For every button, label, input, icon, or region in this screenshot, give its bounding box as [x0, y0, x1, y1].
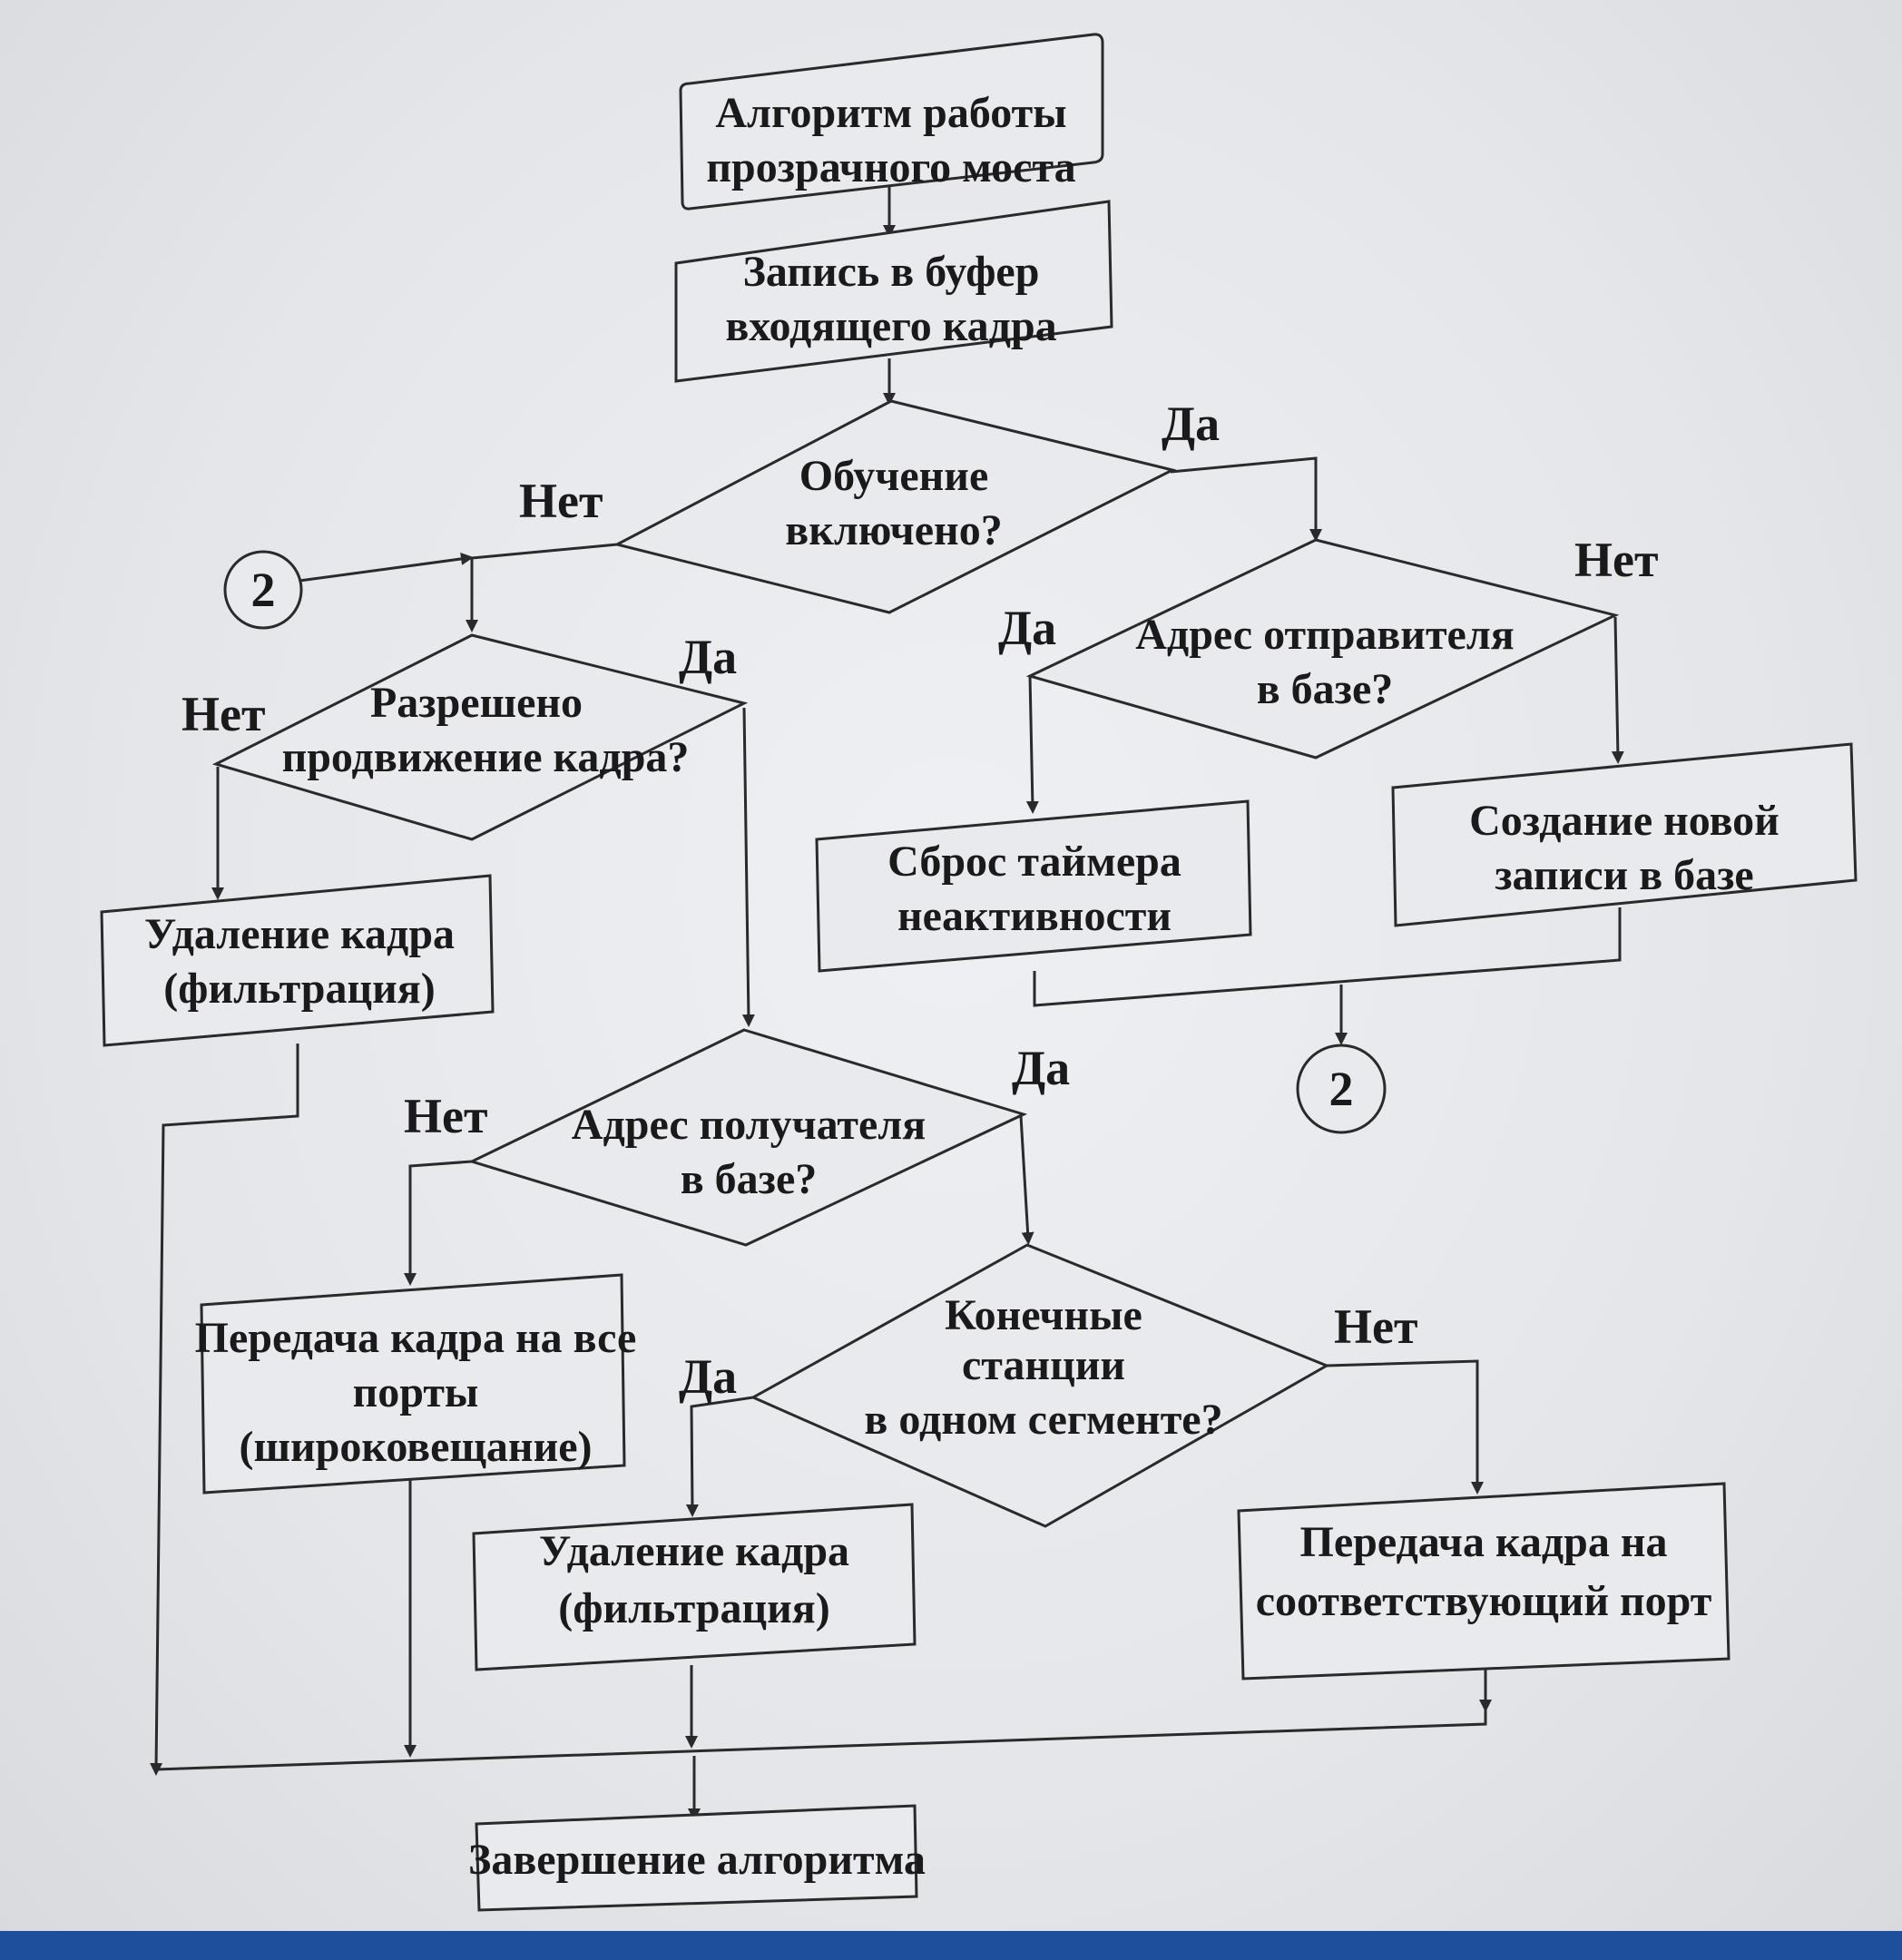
receiver-in-db-line-1: Адрес получателя — [572, 1101, 926, 1149]
forward-port-line-2: соответствующий порт — [1256, 1577, 1712, 1625]
drop-frame-1-line-2: (фильтрация) — [163, 965, 435, 1013]
write-buffer-node: Запись в буфер входящего кадра — [674, 200, 1113, 383]
end-node: Завершение алгоритма — [468, 1804, 926, 1912]
connector-2-right-label: 2 — [1329, 1062, 1354, 1116]
new-record-line-1: Создание новой — [1469, 797, 1779, 845]
same-segment-line-2: станции — [962, 1341, 1125, 1389]
start-line-1: Алгоритм работы — [715, 89, 1066, 137]
learning-enabled-line-1: Обучение — [799, 452, 989, 500]
drop-frame-1-line-1: Удаление кадра — [144, 910, 455, 958]
same-segment-line-3: в одном сегменте? — [864, 1396, 1222, 1444]
receiver-in-db-line-2: в базе? — [681, 1155, 818, 1203]
end-label: Завершение алгоритма — [468, 1836, 926, 1884]
sender-in-db-line-2: в базе? — [1257, 665, 1394, 713]
learning-yes-label: Да — [1162, 397, 1220, 451]
drop-frame-2-node: Удаление кадра (фильтрация) — [472, 1503, 917, 1671]
connector-2-left: 2 — [223, 550, 303, 630]
start-node: Алгоритм работы прозрачного моста — [679, 33, 1104, 211]
learning-enabled-decision: Обучение включено? — [613, 399, 1177, 614]
forwarding-yes-label: Да — [679, 630, 737, 684]
new-record-line-2: записи в базе — [1495, 851, 1753, 899]
reset-timer-line-1: Сброс таймера — [887, 838, 1181, 886]
segment-no-label: Нет — [1334, 1299, 1418, 1354]
flood-line-1: Передача кадра на все — [195, 1314, 637, 1362]
start-line-2: прозрачного моста — [706, 143, 1075, 191]
reset-timer-line-2: неактивности — [897, 892, 1172, 940]
connector-2-right: 2 — [1296, 1044, 1387, 1134]
sender-in-db-decision: Адрес отправителя в базе? — [1025, 538, 1620, 760]
flood-node: Передача кадра на все порты (широковещан… — [195, 1273, 637, 1494]
learning-no-label: Нет — [519, 474, 603, 528]
learning-enabled-line-2: включено? — [785, 506, 1002, 554]
drop-frame-2-line-2: (фильтрация) — [558, 1584, 829, 1632]
sender-in-db-line-1: Адрес отправителя — [1135, 611, 1515, 659]
same-segment-decision: Конечные станции в одном сегменте? — [750, 1243, 1330, 1528]
new-record-node: Создание новой записи в базе — [1391, 742, 1858, 927]
forwarding-no-label: Нет — [181, 687, 266, 741]
receiver-in-db-decision: Адрес получателя в базе? — [467, 1028, 1028, 1247]
drop-frame-1-node: Удаление кадра (фильтрация) — [100, 874, 495, 1047]
forwarding-allowed-line-1: Разрешено — [370, 679, 583, 727]
forward-port-line-1: Передача кадра на — [1300, 1518, 1668, 1566]
receiver-yes-label: Да — [1012, 1041, 1070, 1095]
same-segment-line-1: Конечные — [945, 1291, 1142, 1339]
drop-frame-2-line-1: Удаление кадра — [539, 1527, 849, 1575]
write-buffer-line-2: входящего кадра — [725, 302, 1056, 350]
slide-bottom-band — [0, 1931, 1902, 1960]
receiver-no-label: Нет — [404, 1089, 488, 1143]
sender-no-label: Нет — [1574, 533, 1659, 587]
connector-2-left-label: 2 — [251, 563, 276, 617]
forwarding-allowed-decision: Разрешено продвижение кадра? — [211, 633, 749, 841]
connectors — [150, 186, 1624, 1821]
sender-yes-label: Да — [998, 601, 1056, 655]
flood-line-2: порты — [353, 1368, 479, 1416]
forwarding-allowed-line-2: продвижение кадра? — [282, 733, 690, 781]
segment-yes-label: Да — [679, 1349, 737, 1404]
flood-line-3: (широковещание) — [239, 1423, 592, 1471]
reset-timer-node: Сброс таймера неактивности — [815, 799, 1252, 973]
write-buffer-line-1: Запись в буфер — [743, 248, 1040, 296]
forward-port-node: Передача кадра на соответствующий порт — [1237, 1482, 1730, 1681]
